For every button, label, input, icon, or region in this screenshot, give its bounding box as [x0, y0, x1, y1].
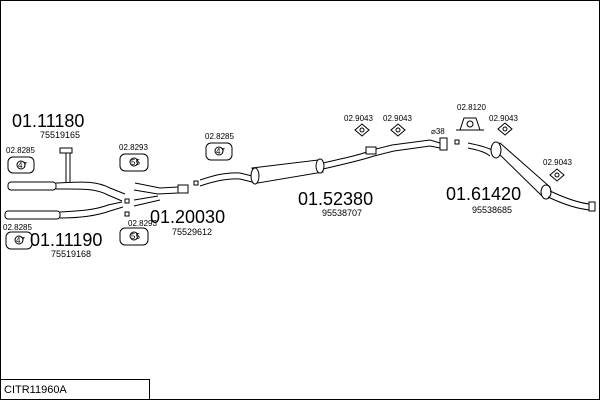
part-number-2: 01.11190: [30, 230, 102, 250]
part-ref-2: 75519168: [51, 249, 91, 259]
hanger-9043-4[interactable]: [549, 168, 565, 182]
y-pipe[interactable]: [133, 182, 189, 207]
gasket-47-mid[interactable]: [205, 142, 233, 161]
rear-silencer[interactable]: [467, 141, 596, 212]
accessory-8285-top: 02.8285: [6, 146, 35, 155]
part-ref-5: 95538685: [472, 205, 512, 215]
accessory-9043-3: 02.9043: [489, 114, 518, 123]
gasket-47-mid-size: 47: [216, 147, 225, 156]
gasket-55-upper-size: 55: [131, 158, 140, 167]
part-ref-4: 95538707: [322, 208, 362, 218]
gasket-47-top[interactable]: [7, 156, 35, 174]
front-pipe-upper[interactable]: [7, 147, 126, 202]
accessory-8285-bottom: 02.8285: [3, 223, 32, 232]
middle-silencer[interactable]: [250, 139, 441, 185]
part-number-1: 01.11180: [12, 111, 84, 131]
front-pipe-lower[interactable]: [4, 201, 124, 220]
gasket-55-upper[interactable]: [119, 153, 149, 172]
accessory-8120: 02.8120: [457, 103, 486, 112]
hanger-9043-1[interactable]: [354, 123, 370, 137]
accessory-9043-4: 02.9043: [543, 158, 572, 167]
part-number-3: 01.20030: [150, 207, 225, 227]
part-number-4: 01.52380: [298, 189, 373, 209]
clamp-bits-left: [124, 180, 199, 217]
accessory-9043-1: 02.9043: [344, 114, 373, 123]
gasket-47-top-size: 47: [18, 161, 27, 170]
accessory-8285-mid: 02.8285: [205, 132, 234, 141]
clamp-size-label: ⌀38: [431, 127, 445, 136]
hanger-9043-3[interactable]: [497, 122, 513, 136]
hanger-9043-2[interactable]: [390, 123, 406, 137]
gasket-47-bottom-size: 47: [16, 236, 25, 245]
accessory-8293-lower: 02.8293: [128, 219, 157, 228]
diagram-code-box: CITR11960A: [0, 379, 150, 400]
part-number-5: 01.61420: [446, 184, 521, 204]
accessory-8293: 02.8293: [119, 143, 148, 152]
gasket-55-lower[interactable]: [119, 227, 149, 246]
diagram-code: CITR11960A: [4, 384, 67, 396]
gasket-47-bottom[interactable]: [5, 231, 33, 250]
accessory-9043-2: 02.9043: [383, 114, 412, 123]
part-ref-1: 75519165: [40, 130, 80, 140]
part-ref-3: 75529612: [172, 227, 212, 237]
hanger-8120[interactable]: [456, 117, 484, 131]
intermediate-pipe[interactable]: [199, 172, 253, 187]
clamp-bit-rear: [454, 139, 460, 145]
gasket-55-lower-size: 55: [131, 232, 140, 241]
clamp-38[interactable]: [439, 137, 448, 151]
